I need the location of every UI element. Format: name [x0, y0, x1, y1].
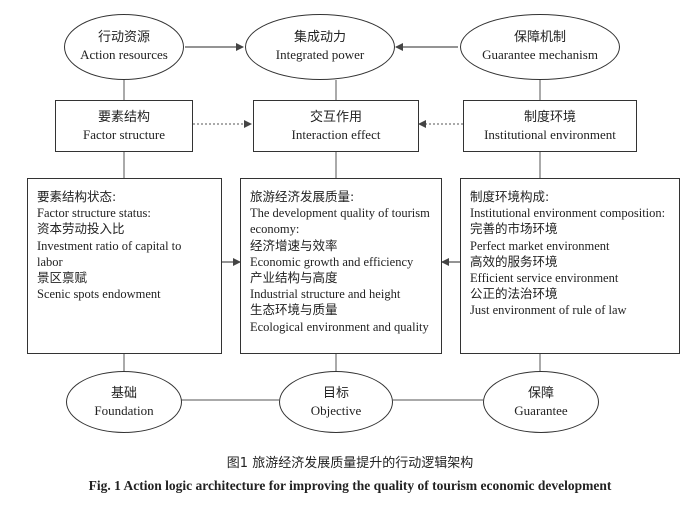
integrated-power-node: 集成动力 Integrated power: [245, 14, 395, 80]
factor-structure-box: 要素结构 Factor structure: [55, 100, 193, 152]
foundation-node: 基础 Foundation: [66, 371, 182, 433]
left-panel-line: 要素结构状态:: [37, 189, 117, 204]
left-panel-line: Investment ratio of capital to: [37, 238, 182, 253]
institutional-composition-panel: 制度环境构成: Institutional environment compos…: [460, 178, 680, 354]
foundation-zh: 基础: [110, 386, 137, 401]
guarantee-mechanism-zh: 保障机制: [513, 30, 566, 45]
factor-structure-en: Factor structure: [83, 127, 165, 142]
center-panel-line: 产业结构与高度: [250, 270, 338, 286]
right-panel-line: Efficient service environment: [470, 271, 619, 286]
figure-caption-en: Fig. 1 Action logic architecture for imp…: [88, 478, 612, 493]
objective-node: 目标 Objective: [279, 371, 393, 433]
guarantee-zh: 保障: [527, 386, 554, 401]
objective-zh: 目标: [322, 386, 349, 401]
center-panel-line: The development quality of tourism: [250, 206, 430, 221]
action-resources-zh: 行动资源: [97, 30, 150, 45]
guarantee-node: 保障 Guarantee: [483, 371, 599, 433]
development-quality-panel: 旅游经济发展质量: The development quality of tou…: [240, 178, 442, 354]
institutional-environment-box: 制度环境 Institutional environment: [463, 100, 637, 152]
left-panel-line: Scenic spots endowment: [37, 287, 161, 302]
left-panel-line: labor: [37, 254, 63, 269]
right-panel-line: Perfect market environment: [470, 238, 610, 253]
center-panel-line: Ecological environment and quality: [250, 319, 429, 334]
foundation-en: Foundation: [94, 403, 154, 418]
factor-structure-zh: 要素结构: [97, 110, 150, 125]
interaction-effect-en: Interaction effect: [291, 127, 381, 142]
center-panel-line: economy:: [250, 222, 300, 237]
right-panel-line: Just environment of rule of law: [470, 303, 627, 318]
right-panel-line: Institutional environment composition:: [470, 206, 666, 221]
factor-structure-status-panel: 要素结构状态: Factor structure status: 资本劳动投入比…: [27, 178, 222, 354]
integrated-power-zh: 集成动力: [293, 30, 346, 45]
action-resources-node: 行动资源 Action resources: [64, 14, 184, 80]
right-panel-line: 完善的市场环境: [470, 221, 558, 237]
center-panel-line: Industrial structure and height: [250, 287, 401, 302]
left-panel-line: 景区禀赋: [37, 270, 88, 286]
left-panel-line: 资本劳动投入比: [37, 221, 125, 237]
interaction-effect-box: 交互作用 Interaction effect: [253, 100, 419, 152]
institutional-environment-en: Institutional environment: [484, 127, 616, 142]
figure-caption-zh: 图1 旅游经济发展质量提升的行动逻辑架构: [226, 456, 474, 471]
action-resources-en: Action resources: [80, 47, 168, 62]
institutional-environment-zh: 制度环境: [523, 110, 576, 125]
center-panel-line: 经济增速与效率: [250, 237, 338, 253]
guarantee-mechanism-node: 保障机制 Guarantee mechanism: [460, 14, 620, 80]
guarantee-en: Guarantee: [514, 403, 568, 418]
integrated-power-en: Integrated power: [275, 47, 365, 62]
right-panel-line: 公正的法治环境: [470, 286, 558, 302]
center-panel-line: 旅游经济发展质量:: [250, 189, 355, 204]
guarantee-mechanism-en: Guarantee mechanism: [482, 47, 598, 62]
left-panel-line: Factor structure status:: [37, 206, 151, 221]
right-panel-line: 高效的服务环境: [470, 253, 558, 269]
objective-en: Objective: [310, 403, 362, 418]
center-panel-line: 生态环境与质量: [250, 302, 338, 318]
center-panel-line: Economic growth and efficiency: [250, 254, 414, 269]
right-panel-line: 制度环境构成:: [470, 189, 550, 204]
interaction-effect-zh: 交互作用: [309, 110, 362, 125]
